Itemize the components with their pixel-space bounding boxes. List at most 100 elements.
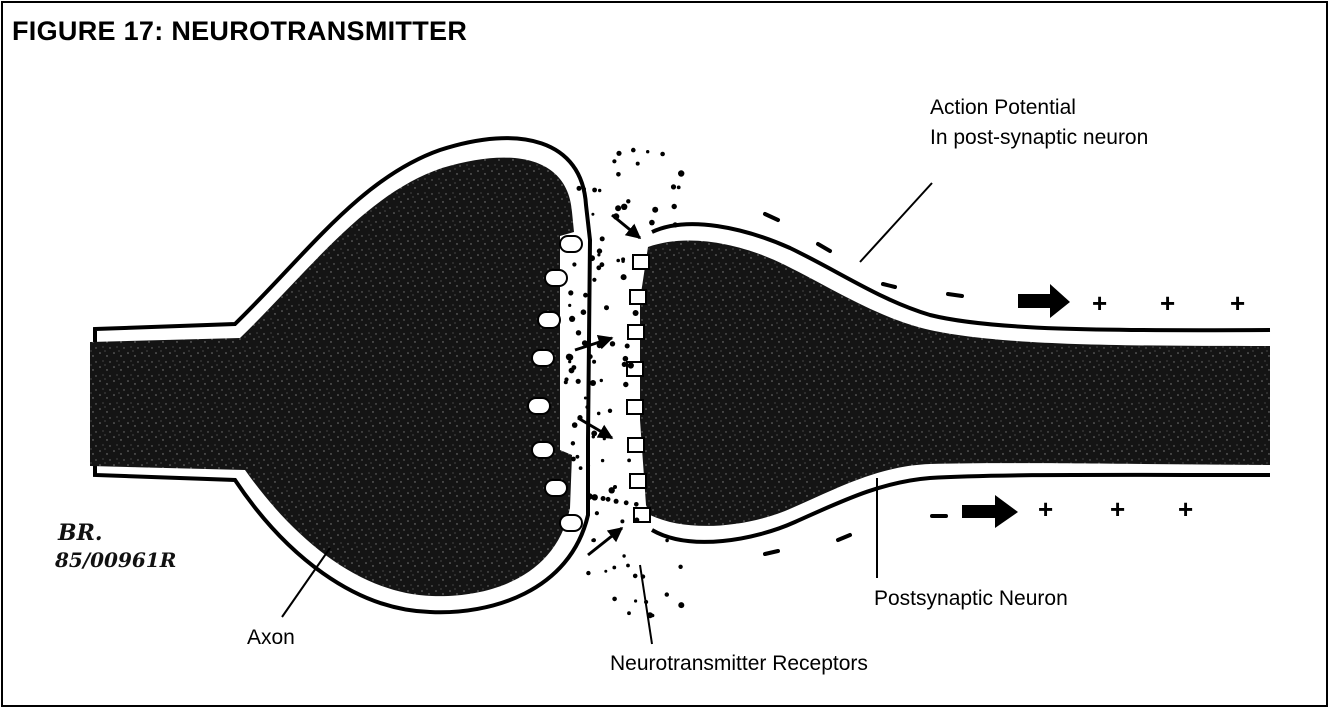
neurotransmitter-dot [612, 159, 616, 163]
neurotransmitter-dot [603, 437, 606, 440]
neurotransmitter-dot [665, 539, 669, 543]
neurotransmitter-dot [623, 382, 628, 387]
neurotransmitter-dot [621, 204, 627, 210]
neurotransmitter-dot [589, 255, 595, 261]
neurotransmitter-receptors-label: Neurotransmitter Receptors [610, 652, 868, 676]
positive-charge: + [1092, 288, 1107, 319]
neurotransmitter-dot [564, 377, 568, 381]
neurotransmitter-dot [673, 222, 678, 227]
neurotransmitter-dot [579, 466, 583, 470]
neurotransmitter-dot [634, 518, 639, 523]
neurotransmitter-dot [576, 455, 580, 459]
neurotransmitter-dot [572, 422, 578, 428]
action-potential-sublabel: In post-synaptic neuron [930, 126, 1148, 150]
neurotransmitter-dot [616, 172, 621, 177]
neurotransmitter-dot [626, 199, 630, 203]
postsynaptic-neuron [640, 224, 1270, 542]
axon-label: Axon [247, 626, 295, 650]
neurotransmitter-dot [634, 599, 637, 602]
neurotransmitter-dot [590, 380, 596, 386]
axon-terminal [90, 138, 590, 612]
positive-charge: + [1178, 494, 1193, 525]
neurotransmitter-dot [587, 464, 591, 468]
neurotransmitter-dot [628, 362, 634, 368]
neurotransmitter-dot [597, 253, 600, 256]
neurotransmitter-dot [592, 278, 596, 282]
artist-signature-code: 85/00961R [55, 548, 176, 572]
neurotransmitter-dot [622, 362, 627, 367]
neurotransmitter-dot [649, 220, 655, 226]
neurotransmitter-dot [581, 309, 587, 315]
neurotransmitter-dot [568, 304, 571, 307]
neurotransmitter-dot [612, 566, 616, 570]
neurotransmitter-dot [600, 236, 605, 241]
positive-charge: + [1110, 494, 1125, 525]
neurotransmitter-dot [597, 412, 601, 416]
neurotransmitter-dot [677, 186, 681, 190]
neurotransmitter-dot [671, 184, 676, 189]
neurotransmitter-dot [652, 207, 658, 213]
neurotransmitter-dot [601, 496, 606, 501]
neurotransmitter-dot [604, 305, 609, 310]
neurotransmitter-dot [608, 409, 612, 413]
neurotransmitter-dot [586, 571, 590, 575]
positive-charge: + [1038, 494, 1053, 525]
neurotransmitter-dot [583, 293, 588, 298]
neurotransmitter-dot [634, 502, 639, 507]
neurotransmitter-dot [591, 213, 594, 216]
neurotransmitter-dot [576, 330, 581, 335]
action-potential-label: Action Potential [930, 96, 1076, 120]
neurotransmitter-dot [660, 152, 665, 157]
neurotransmitter-dot [572, 262, 576, 266]
neurotransmitter-dot [651, 614, 655, 618]
neurotransmitter-dot [568, 290, 573, 295]
neurotransmitter-dot [597, 248, 602, 253]
neurotransmitter-dot [566, 354, 573, 361]
neurotransmitter-dot [588, 354, 593, 359]
neurotransmitter-dot [631, 148, 636, 153]
neurotransmitter-dot [582, 187, 586, 191]
neurotransmitter-dot [592, 538, 596, 542]
neurotransmitter-dot [622, 554, 625, 557]
neurotransmitter-dot [612, 597, 617, 602]
neurotransmitter-dot [624, 500, 629, 505]
neurotransmitter-dot [623, 356, 629, 362]
neurotransmitter-dot [633, 310, 639, 316]
neurotransmitter-dot [646, 150, 649, 153]
neurotransmitter-dot [606, 497, 611, 502]
neurotransmitter-dot [592, 435, 595, 438]
neurotransmitter-dot [604, 570, 607, 573]
neurotransmitter-dot [596, 265, 601, 270]
neurotransmitter-dot [678, 602, 684, 608]
neurotransmitter-dot [584, 397, 587, 400]
postsynaptic-neuron-label: Postsynaptic Neuron [874, 587, 1068, 611]
neurotransmitter-dot [678, 170, 684, 176]
neurotransmitter-dot [614, 499, 619, 504]
neurotransmitter-dot [609, 487, 615, 493]
neurotransmitter-dot [616, 259, 620, 263]
neurotransmitter-dot [626, 564, 630, 568]
neurotransmitter-dot [610, 341, 615, 346]
neurotransmitter-dot [569, 316, 575, 322]
diffusion-arrows [575, 215, 640, 555]
neurotransmitter-dot [627, 611, 631, 615]
neurotransmitter-dot [585, 405, 589, 409]
neurotransmitter-dot [620, 519, 624, 523]
neurotransmitter-dot [627, 459, 631, 463]
neurotransmitter-dot [615, 205, 621, 211]
neurotransmitter-dot [571, 457, 576, 462]
neurotransmitter-dot [571, 441, 575, 445]
neurotransmitter-dot [665, 592, 669, 596]
neurotransmitter-dot [636, 162, 640, 166]
neurotransmitter-dot [621, 274, 627, 280]
neurotransmitter-dot [600, 379, 603, 382]
neurotransmitter-dot [625, 344, 630, 349]
artist-signature-initials: BR. [58, 520, 103, 546]
neurotransmitter-dot [621, 257, 625, 261]
neurotransmitter-dot [616, 151, 621, 156]
neurotransmitter-dot [577, 186, 582, 191]
neurotransmitter-dot [601, 459, 604, 462]
neurotransmitter-dot [572, 365, 577, 370]
neurotransmitter-dot [576, 379, 581, 384]
